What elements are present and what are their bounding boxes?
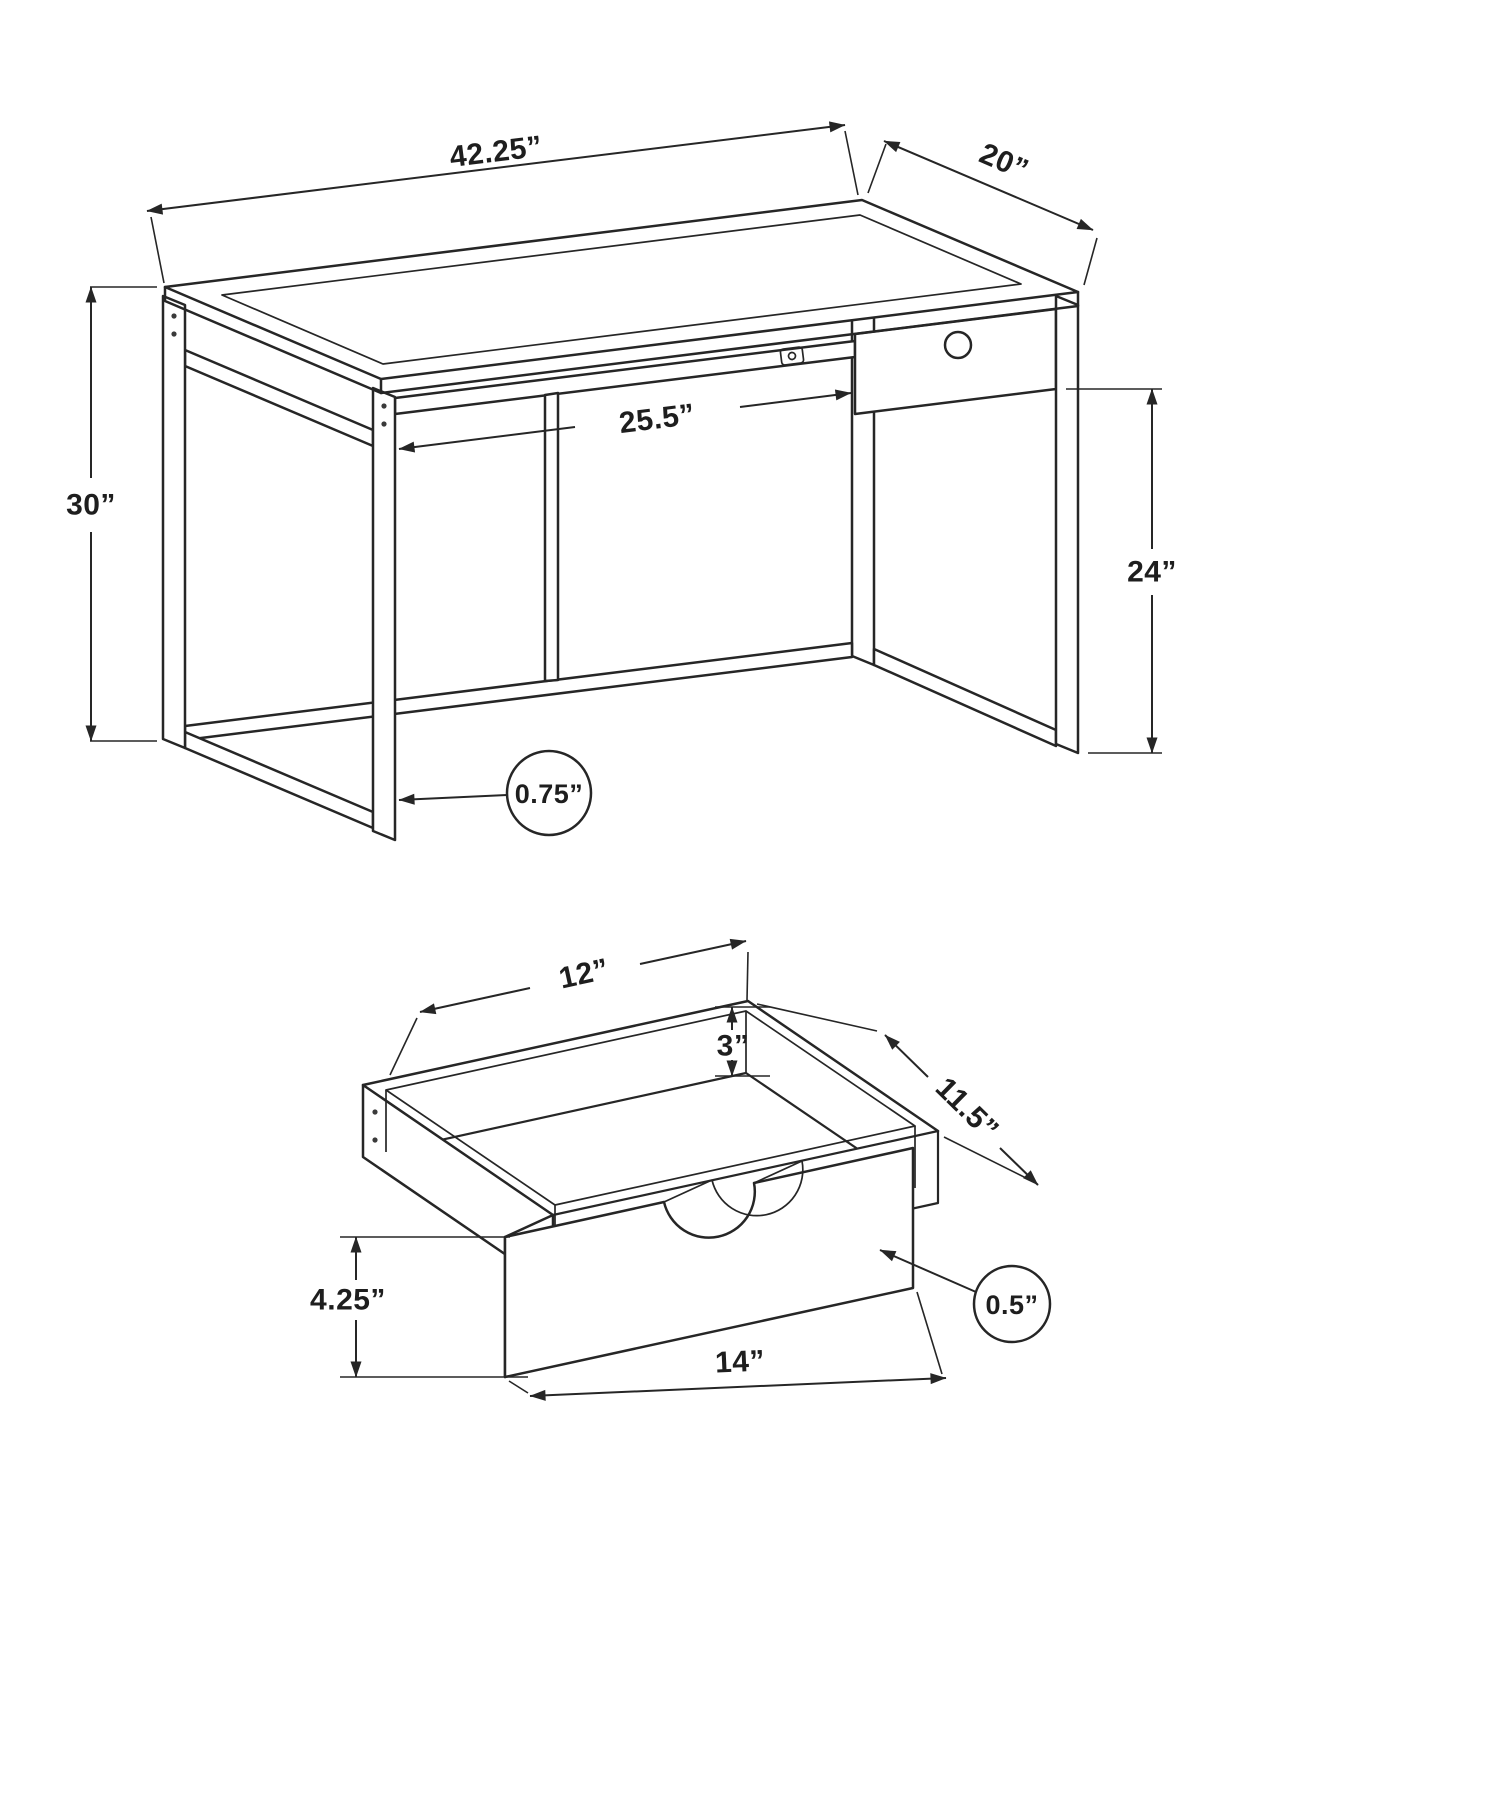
screw-dot [171, 331, 177, 337]
screw-dot [171, 313, 177, 319]
desk-front-left-leg [371, 386, 397, 842]
front-width-label: 14” [714, 1344, 765, 1379]
dim-desk-height: 30” [66, 286, 157, 742]
scallop-inner-arc [711, 1160, 804, 1217]
desk-back-left-leg [161, 294, 187, 750]
desk-floor-stretcher-long [183, 641, 854, 742]
screw-dot [372, 1109, 378, 1115]
dim-leg-clearance-height: 24” [1066, 388, 1177, 754]
dim-panel-thickness: 0.5” [879, 1249, 1052, 1344]
screw-dot [381, 421, 387, 427]
desk-dimensions: 42.25” 20” 30” 25.5” [66, 121, 1177, 837]
desk-drawing [161, 198, 1080, 842]
callout-circle [972, 1264, 1052, 1344]
drawer-pull-hole [943, 330, 973, 360]
desk-floor-stretcher-right [872, 647, 1058, 748]
scallop-cut-edge [663, 1179, 713, 1203]
desk-width-label: 42.25” [448, 130, 544, 174]
drawer-front-slab [503, 1146, 915, 1379]
callout-circle [505, 749, 593, 837]
dim-back-height: 3” [715, 1006, 770, 1077]
dim-front-width: 14” [508, 1291, 947, 1401]
desk-floor-stretcher-left [183, 730, 375, 830]
apron-bracket [779, 346, 805, 366]
scallop-cut-edge [753, 1160, 803, 1184]
panel-thickness-label: 0.5” [985, 1290, 1038, 1320]
inner-width-label: 12” [556, 953, 612, 996]
dim-front-height: 4.25” [310, 1236, 528, 1378]
back-height-label: 3” [717, 1030, 750, 1063]
desk-front-right-leg [1054, 294, 1080, 755]
drawer-diagram: 12” 3” 11.5” [310, 938, 1052, 1401]
desk-height-label: 30” [66, 489, 116, 522]
drawer-depth-label: 11.5” [929, 1071, 1005, 1147]
desk-drawer-front [853, 307, 1058, 416]
dim-inner-width: 12” [389, 938, 749, 1076]
screw-dot [381, 403, 387, 409]
desk-center-support [543, 391, 560, 683]
front-height-label: 4.25” [310, 1284, 386, 1317]
frame-thickness-label: 0.75” [515, 779, 584, 809]
screw-dot [372, 1137, 378, 1143]
knee-clearance-label: 25.5” [617, 398, 696, 440]
desk-depth-label: 20” [975, 137, 1034, 187]
leg-clearance-label: 24” [1127, 556, 1177, 589]
desktop-inner-frame [221, 214, 1022, 365]
drawer-drawing [361, 999, 940, 1379]
desk-diagram: 42.25” 20” 30” 25.5” [66, 121, 1177, 842]
dim-frame-thickness: 0.75” [398, 749, 593, 837]
drawer-outer-rim [361, 999, 940, 1133]
